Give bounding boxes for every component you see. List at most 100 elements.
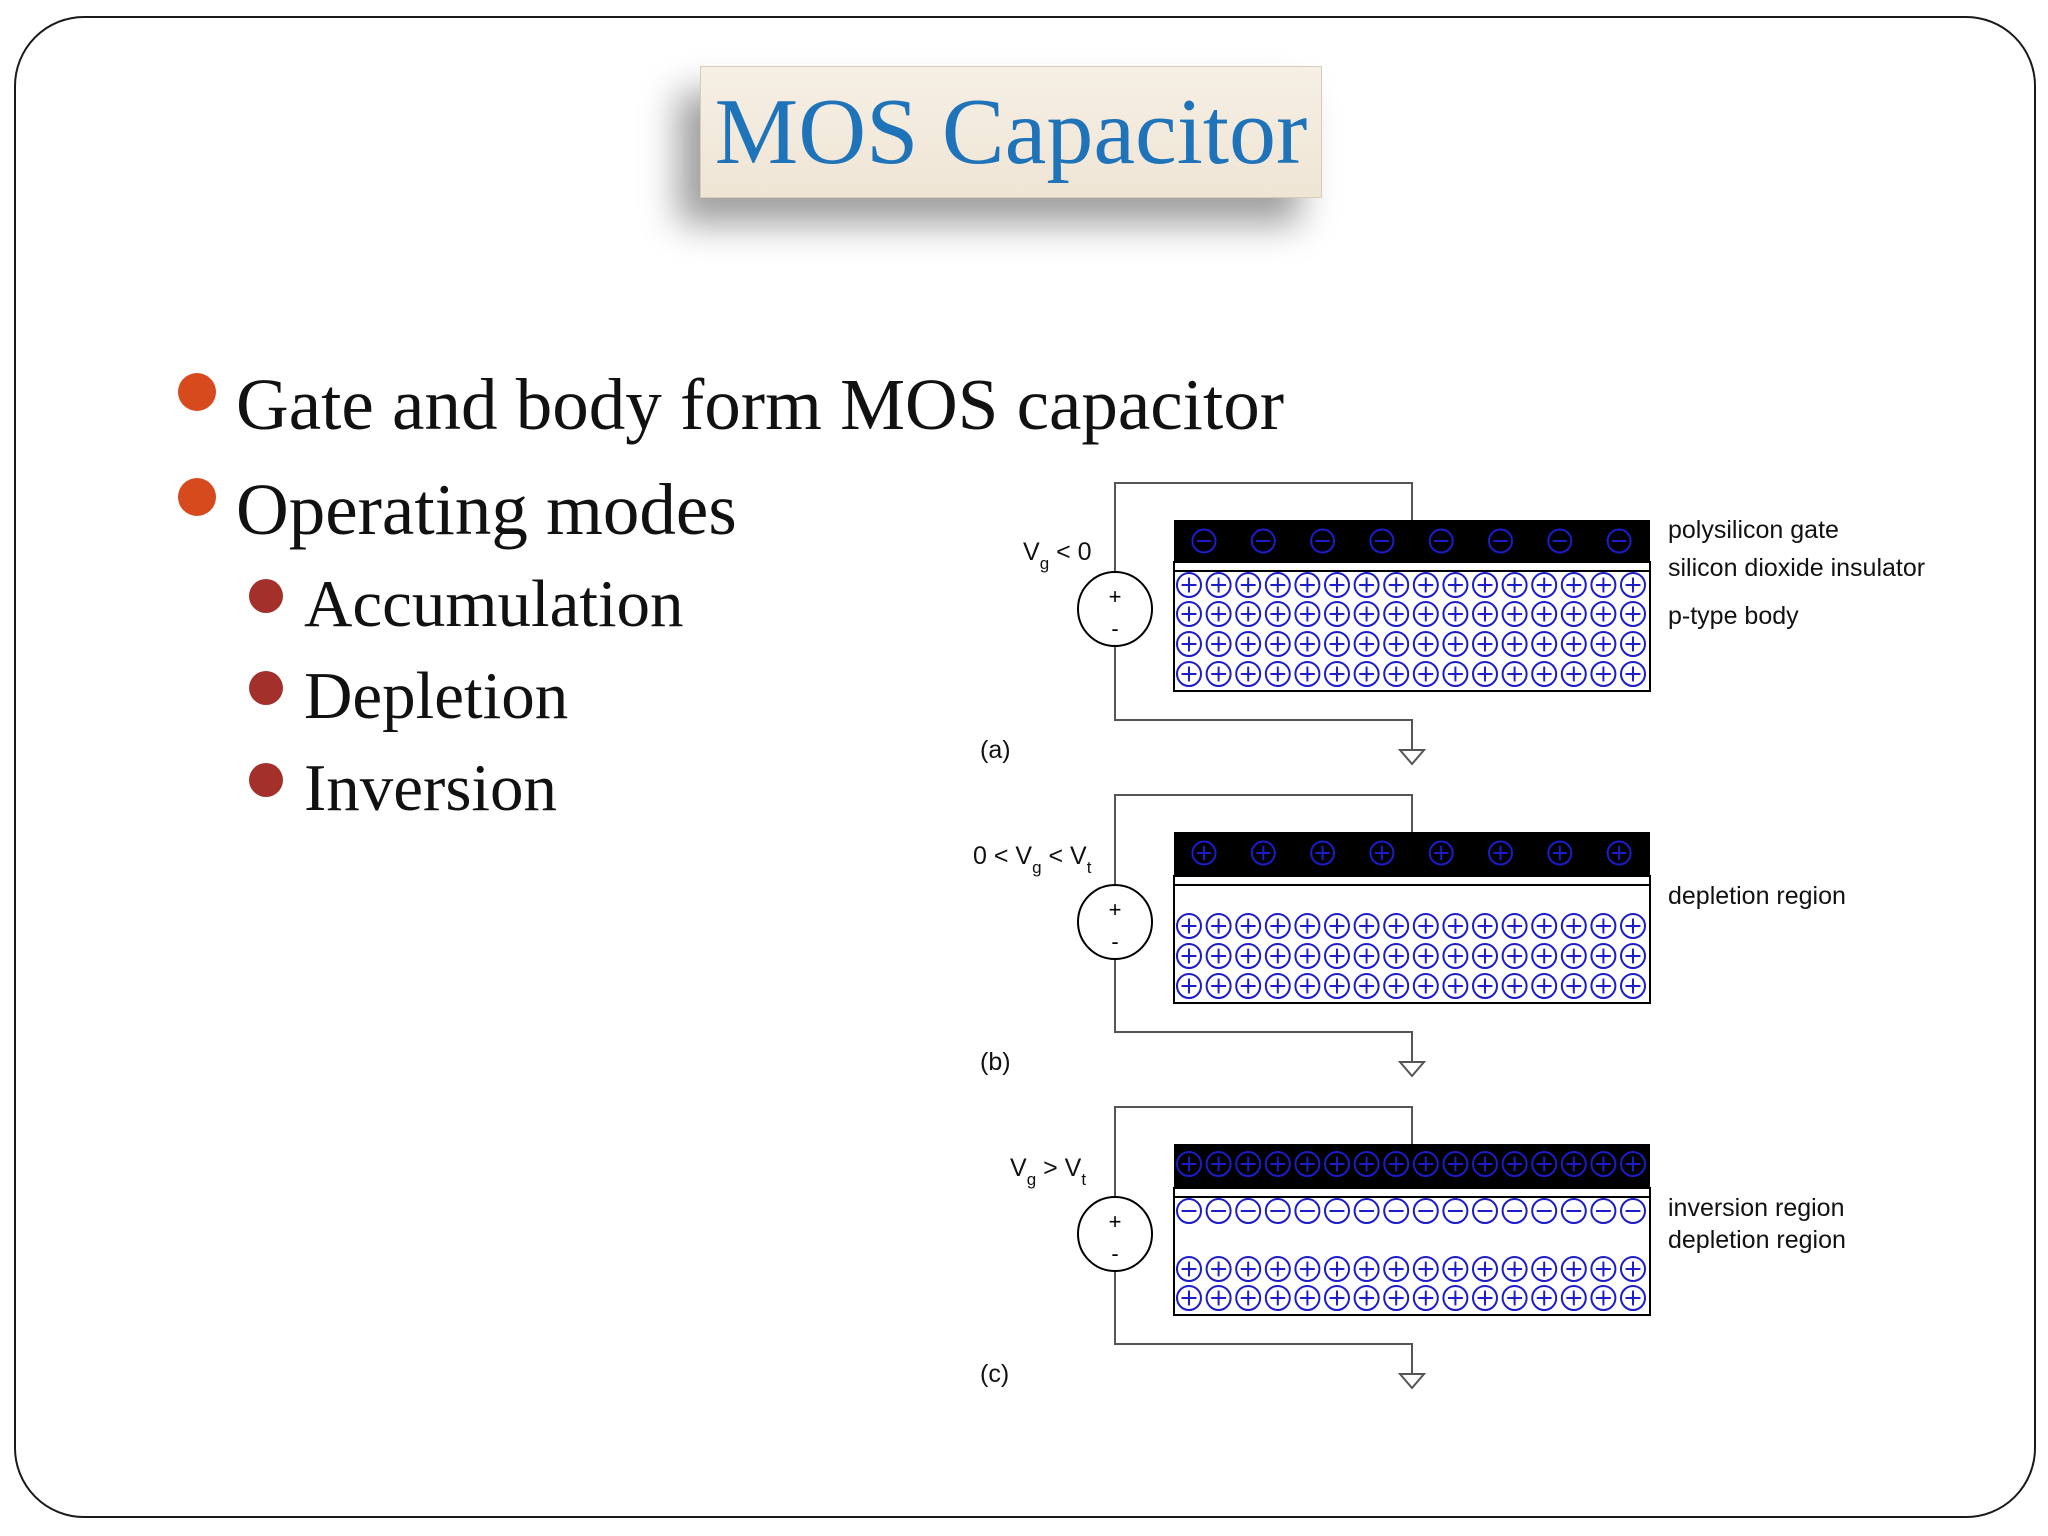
hole-charge-positive [1620, 973, 1646, 999]
panel-label-c: (c) [980, 1360, 1009, 1388]
wire-bottom [1114, 1232, 1413, 1374]
ground-symbol [1397, 1373, 1427, 1390]
panel-label-b: (b) [980, 1048, 1011, 1076]
hole-charge-positive [1531, 572, 1558, 598]
hole-charge-positive [1531, 631, 1558, 657]
hole-charge-positive [1590, 1256, 1617, 1282]
hole-charge-positive [1501, 913, 1528, 939]
hole-charge-positive [1590, 661, 1617, 687]
hole-charge-positive [1264, 973, 1291, 999]
hole-charge-positive [1176, 943, 1202, 969]
hole-charge-positive [1620, 601, 1646, 627]
hole-charge-positive [1442, 631, 1469, 657]
hole-charge-positive [1294, 1256, 1321, 1282]
hole-charge-positive [1324, 973, 1350, 999]
bullet-dot [178, 478, 216, 516]
hole-charge-positive [1353, 913, 1380, 939]
hole-charge-positive [1501, 973, 1528, 999]
hole-charge-positive [1501, 601, 1528, 627]
hole-charge-positive [1205, 601, 1232, 627]
source-plus: + [1109, 584, 1122, 609]
gate-charge-negative [1310, 528, 1336, 554]
oxide-insulator [1173, 561, 1651, 572]
hole-charge-positive [1590, 601, 1617, 627]
hole-charge-positive [1560, 661, 1587, 687]
gate-charge-positive [1428, 840, 1454, 866]
source-plus: + [1109, 897, 1122, 922]
wire-top [1114, 794, 1413, 920]
electron-charge-negative [1383, 1198, 1410, 1224]
hole-charge-positive [1383, 943, 1410, 969]
sub-bullet-depletion: Depletion [304, 659, 569, 733]
hole-charge-positive [1353, 1285, 1380, 1311]
sub-bullet-dot [249, 671, 283, 705]
sub-bullet-dot [249, 763, 283, 797]
gate-charges [1191, 528, 1632, 554]
hole-charge-positive [1176, 913, 1202, 939]
electron-charge-negative [1590, 1198, 1617, 1224]
annotation-polysilicon-gate: polysilicon gate [1668, 516, 1839, 544]
hole-charge-positive [1235, 943, 1262, 969]
hole-charge-positive [1264, 1256, 1291, 1282]
hole-charge-positive [1205, 973, 1232, 999]
gate-charge-positive [1488, 840, 1513, 866]
gate-charge-positive [1250, 840, 1276, 866]
hole-charge-positive [1620, 572, 1646, 598]
hole-charge-positive [1205, 1285, 1232, 1311]
slide-title: MOS Capacitor [714, 80, 1308, 184]
hole-charge-positive [1264, 943, 1291, 969]
hole-charge-positive [1412, 601, 1439, 627]
hole-charge-positive [1324, 631, 1350, 657]
hole-charge-positive [1442, 601, 1469, 627]
hole-charge-positive [1176, 572, 1202, 598]
hole-charge-positive [1560, 973, 1587, 999]
hole-charge-positive [1620, 661, 1646, 687]
slide-frame [14, 16, 2036, 1518]
gate-charge-positive [1412, 1151, 1439, 1177]
hole-charge-positive [1176, 973, 1202, 999]
hole-charge-positive [1560, 913, 1587, 939]
hole-charge-positive [1383, 572, 1410, 598]
hole-charge-positive [1560, 1285, 1587, 1311]
gate-charge-positive [1442, 1151, 1469, 1177]
hole-charge-positive [1235, 913, 1262, 939]
hole-charge-positive [1324, 913, 1350, 939]
hole-charge-positive [1264, 572, 1291, 598]
electron-charge-negative [1176, 1198, 1202, 1224]
hole-charge-positive [1531, 1256, 1558, 1282]
hole-charge-positive [1353, 973, 1380, 999]
gate-charge-positive [1235, 1151, 1262, 1177]
electron-charge-negative [1235, 1198, 1262, 1224]
hole-charge-positive [1353, 1256, 1380, 1282]
hole-charge-positive [1560, 601, 1587, 627]
hole-charge-positive [1472, 943, 1498, 969]
hole-charge-positive [1235, 572, 1262, 598]
gate-charge-negative [1369, 528, 1395, 554]
gate-charge-positive [1176, 1151, 1202, 1177]
hole-charge-positive [1324, 1285, 1350, 1311]
hole-charge-positive [1324, 601, 1350, 627]
hole-charge-positive [1383, 661, 1410, 687]
bullet-operating-modes: Operating modes [236, 469, 737, 550]
panel-c: + - Vg > Vt inversion region depletion r… [980, 1106, 1846, 1390]
hole-charge-positive [1264, 913, 1291, 939]
hole-charge-positive [1294, 973, 1321, 999]
gate-charge-positive [1560, 1151, 1587, 1177]
wire-bottom [1114, 920, 1413, 1062]
gate-charge-positive [1369, 840, 1395, 866]
electron-charge-negative [1620, 1198, 1646, 1224]
voltage-label-b: 0 < Vg < Vt [973, 842, 1092, 877]
p-type-body [1173, 570, 1651, 692]
ground-symbol [1397, 1061, 1427, 1078]
voltage-label-a: Vg < 0 [1023, 538, 1092, 573]
hole-charge-positive [1205, 661, 1232, 687]
hole-charge-positive [1531, 943, 1558, 969]
hole-charge-positive [1442, 572, 1469, 598]
hole-charge-positive [1412, 1256, 1439, 1282]
gate-charge-positive [1383, 1151, 1410, 1177]
hole-charge-positive [1235, 973, 1262, 999]
source-minus: - [1111, 1241, 1118, 1266]
hole-charge-positive [1442, 1256, 1469, 1282]
hole-charge-positive [1620, 913, 1646, 939]
bullet-dot [178, 373, 216, 411]
